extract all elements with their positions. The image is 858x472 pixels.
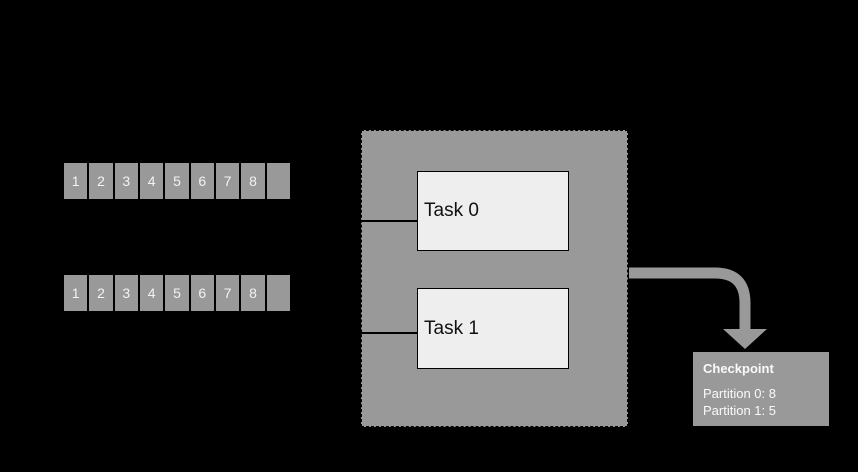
partition-cell: 8 — [241, 275, 265, 311]
partition-cell: 2 — [89, 163, 113, 199]
checkpoint-arrow-icon — [629, 267, 767, 349]
partition-row-1: 1 2 3 4 5 6 7 8 — [64, 275, 290, 311]
connector-line-task1 — [361, 332, 417, 334]
checkpoint-entry-partition0: Partition 0: 8 — [703, 386, 776, 401]
connector-line-task0 — [361, 220, 417, 222]
partition-cell: 3 — [114, 163, 138, 199]
checkpoint-title: Checkpoint — [703, 361, 774, 376]
checkpoint-entries: Partition 0: 8 Partition 1: 5 — [693, 376, 829, 419]
partition-cell: 3 — [114, 275, 138, 311]
task-0-label: Task 0 — [424, 200, 479, 221]
partition-cell: 8 — [241, 163, 265, 199]
partition-cell: 5 — [165, 275, 189, 311]
partition-cell: 4 — [140, 275, 164, 311]
task-0-box: Task 0 — [417, 171, 569, 251]
checkpoint-box: Checkpoint Partition 0: 8 Partition 1: 5 — [693, 352, 829, 426]
task-1-label: Task 1 — [424, 317, 479, 339]
partition-cell: 1 — [64, 163, 88, 199]
partition-row-0: 1 2 3 4 5 6 7 8 — [64, 163, 290, 199]
checkpoint-entry-partition1: Partition 1: 5 — [703, 403, 776, 418]
partition-cell-empty — [266, 275, 290, 311]
partition-cell: 5 — [165, 163, 189, 199]
partition-cell: 6 — [190, 163, 214, 199]
partition-cell: 7 — [216, 275, 240, 311]
partition-cell: 6 — [190, 275, 214, 311]
partition-cell: 1 — [64, 275, 88, 311]
partition-cell: 4 — [140, 163, 164, 199]
partition-cell: 2 — [89, 275, 113, 311]
partition-cell: 7 — [216, 163, 240, 199]
task-1-box: Task 1 — [417, 288, 569, 369]
partition-cell-empty — [266, 163, 290, 199]
